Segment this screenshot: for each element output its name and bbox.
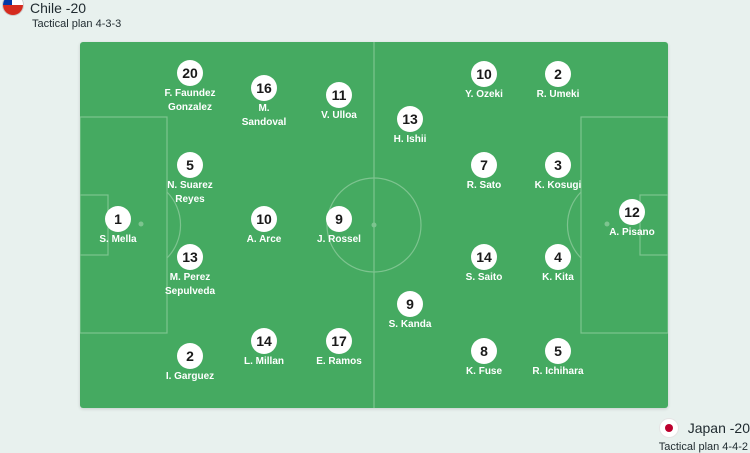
player-home-def[interactable]: 5 N. Suarez Reyes [145,152,235,207]
player-number: 12 [619,199,645,225]
japan-flag-icon [658,418,679,438]
player-name: V. Ulloa [321,110,357,121]
player-name: Y. Ozeki [465,89,503,100]
player-name: S. Mella [99,234,137,245]
player-home-def[interactable]: 20 F. Faundez Gonzalez [145,60,235,115]
player-away-def[interactable]: 4 K. Kita [513,244,603,285]
player-name: S. Saito [465,272,503,283]
player-name: R. Umeki [536,89,580,100]
player-number: 8 [471,338,497,364]
player-home-mid[interactable]: 10 A. Arce [219,206,309,247]
player-name: M. Perez Sepulveda [164,272,216,297]
pitch-markings [80,42,668,408]
player-away-def[interactable]: 2 R. Umeki [513,61,603,102]
player-away-def[interactable]: 3 K. Kosugi [513,152,603,193]
player-number: 14 [251,328,277,354]
player-name: A. Pisano [609,227,655,238]
home-team-header: ★ Chile -20 Tactical plan 4-3-3 [0,0,121,30]
player-number: 4 [545,244,571,270]
player-number: 16 [251,75,277,101]
player-name: K. Kosugi [534,180,582,191]
player-number: 17 [326,328,352,354]
player-number: 1 [105,206,131,232]
away-team-name[interactable]: Japan -20 [687,420,750,436]
right-penalty-arc [566,191,582,259]
player-number: 11 [326,82,352,108]
player-name: J. Rossel [317,234,361,245]
player-home-gk[interactable]: 1 S. Mella [73,206,163,247]
player-away-mid[interactable]: 14 S. Saito [439,244,529,285]
right-goal-area [639,194,668,256]
center-spot [371,222,377,228]
right-penalty-area [580,116,668,334]
player-number: 20 [177,60,203,86]
player-home-fwd[interactable]: 9 J. Rossel [294,206,384,247]
right-penalty-spot [604,221,610,227]
player-away-def[interactable]: 5 R. Ichihara [513,338,603,379]
player-name: K. Fuse [465,366,503,377]
player-name: L. Millan [244,356,284,367]
player-home-fwd[interactable]: 11 V. Ulloa [294,82,384,123]
player-name: M. Sandoval [241,103,287,128]
home-team-name[interactable]: Chile -20 [30,0,87,16]
player-number: 2 [177,343,203,369]
left-penalty-area [80,116,168,334]
football-pitch: 1 S. Mella 5 N. Suarez Reyes 13 M. Perez… [80,42,668,408]
player-away-mid[interactable]: 7 R. Sato [439,152,529,193]
player-away-mid[interactable]: 8 K. Fuse [439,338,529,379]
chile-flag-icon: ★ [2,0,24,16]
player-away-gk[interactable]: 12 A. Pisano [587,199,677,240]
player-name: R. Sato [466,180,502,191]
player-number: 9 [397,291,423,317]
player-home-def[interactable]: 2 I. Garguez [145,343,235,384]
player-number: 9 [326,206,352,232]
player-number: 7 [471,152,497,178]
away-team-header: Japan -20 Tactical plan 4-4-2 [658,418,750,453]
player-name: S. Kanda [388,319,432,330]
player-name: E. Ramos [316,356,362,367]
player-name: F. Faundez Gonzalez [164,88,216,113]
player-name: I. Garguez [165,371,215,382]
player-name: A. Arce [246,234,282,245]
left-penalty-arc [166,191,182,259]
player-number: 5 [177,152,203,178]
player-number: 13 [397,106,423,132]
player-number: 2 [545,61,571,87]
player-name: N. Suarez Reyes [167,180,213,205]
player-number: 13 [177,244,203,270]
player-home-fwd[interactable]: 17 E. Ramos [294,328,384,369]
player-away-fwd[interactable]: 13 H. Ishii [365,106,455,147]
player-away-mid[interactable]: 10 Y. Ozeki [439,61,529,102]
left-penalty-spot [138,221,144,227]
away-tactical-plan: Tactical plan 4-4-2 [658,441,748,453]
player-home-mid[interactable]: 14 L. Millan [219,328,309,369]
player-number: 10 [251,206,277,232]
player-number: 14 [471,244,497,270]
player-name: K. Kita [542,272,574,283]
player-name: H. Ishii [393,134,427,145]
player-number: 10 [471,61,497,87]
player-home-mid[interactable]: 16 M. Sandoval [219,75,309,130]
player-number: 5 [545,338,571,364]
player-away-fwd[interactable]: 9 S. Kanda [365,291,455,332]
player-number: 3 [545,152,571,178]
player-home-def[interactable]: 13 M. Perez Sepulveda [145,244,235,299]
player-name: R. Ichihara [532,366,584,377]
home-tactical-plan: Tactical plan 4-3-3 [32,18,122,30]
